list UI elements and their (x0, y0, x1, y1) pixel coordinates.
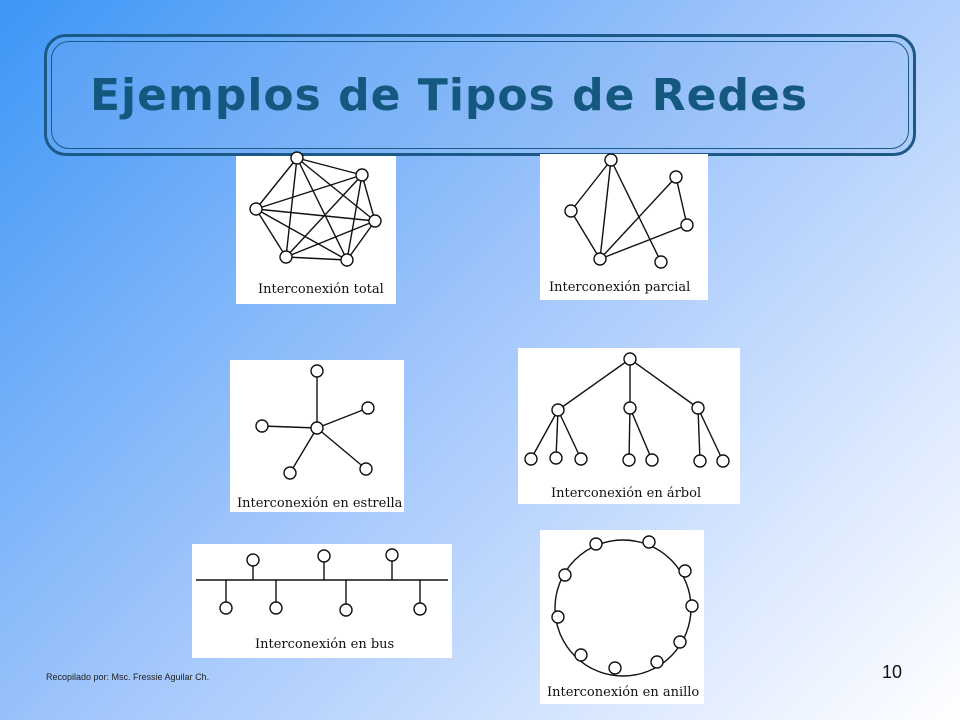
diagram-parcial (564, 153, 694, 269)
node (385, 548, 399, 562)
caption-bus: Interconexión en bus (255, 637, 395, 652)
page-number: 10 (882, 662, 903, 682)
node (340, 253, 354, 267)
node (558, 568, 572, 582)
node (574, 452, 588, 466)
node (549, 451, 563, 465)
diagram-arbol (524, 352, 730, 468)
node (368, 214, 382, 228)
node (691, 401, 705, 415)
slide-title: Ejemplos de Tipos de Redes (90, 70, 809, 121)
node (551, 403, 565, 417)
node (279, 250, 293, 264)
root-node (623, 352, 637, 366)
caption-arbol: Interconexión en árbol (551, 486, 702, 501)
node (269, 601, 283, 615)
diagram-estrella (255, 364, 375, 480)
node (673, 635, 687, 649)
node (604, 153, 618, 167)
node (361, 401, 375, 415)
title-box (44, 34, 916, 156)
node (642, 535, 656, 549)
node (310, 364, 324, 378)
node (654, 255, 668, 269)
node (680, 218, 694, 232)
node (283, 466, 297, 480)
node (551, 610, 565, 624)
caption-parcial: Interconexión parcial (549, 280, 691, 295)
node (564, 204, 578, 218)
node (524, 452, 538, 466)
node (669, 170, 683, 184)
node (339, 603, 353, 617)
hub-node (310, 421, 324, 435)
node (608, 661, 622, 675)
panel-anillo (540, 530, 704, 704)
node (593, 252, 607, 266)
node (317, 549, 331, 563)
node (359, 462, 373, 476)
caption-estrella: Interconexión en estrella (237, 496, 403, 511)
diagram-anillo (551, 535, 699, 677)
node (650, 655, 664, 669)
caption-total: Interconexión total (258, 282, 384, 297)
footer-credit: Recopilado por: Msc. Fressie Aguilar Ch. (46, 672, 210, 682)
node (355, 168, 369, 182)
node (685, 599, 699, 613)
node (716, 454, 730, 468)
node (413, 602, 427, 616)
node (622, 453, 636, 467)
node (693, 454, 707, 468)
node (623, 401, 637, 415)
node (645, 453, 659, 467)
panel-bus (192, 544, 452, 658)
node (574, 648, 588, 662)
diagram-total (249, 151, 382, 267)
node (249, 202, 263, 216)
node (255, 419, 269, 433)
node (246, 553, 260, 567)
node (290, 151, 304, 165)
node (589, 537, 603, 551)
node (678, 564, 692, 578)
diagram-bus (196, 548, 448, 617)
caption-anillo: Interconexión en anillo (547, 685, 700, 700)
node (219, 601, 233, 615)
